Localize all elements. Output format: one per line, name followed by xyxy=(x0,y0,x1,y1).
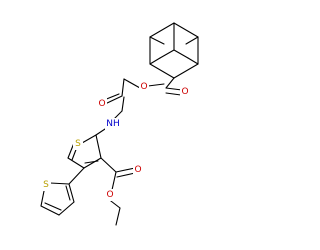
atom-O-ester-ring: O xyxy=(140,82,147,92)
thiophene-ring-side xyxy=(40,167,85,216)
atom-O-ester-carbonyl: O xyxy=(181,87,188,97)
adamantane-cage xyxy=(149,22,199,79)
structure-drawing: O O O NH S O O S xyxy=(40,22,199,226)
thiophene-ring-main xyxy=(67,134,102,169)
atom-N-amide: NH xyxy=(106,119,120,129)
atom-S-thiophene-main: S xyxy=(75,139,81,149)
atom-labels: O O O NH S O O S xyxy=(41,81,190,201)
atom-S-thiophene-side: S xyxy=(43,180,49,190)
atom-O-ethyl-carbonyl: O xyxy=(134,165,141,175)
molecule-canvas: O O O NH S O O S xyxy=(40,22,199,226)
atom-O-amide: O xyxy=(98,99,105,109)
atom-O-ethyl-ester: O xyxy=(106,190,113,200)
